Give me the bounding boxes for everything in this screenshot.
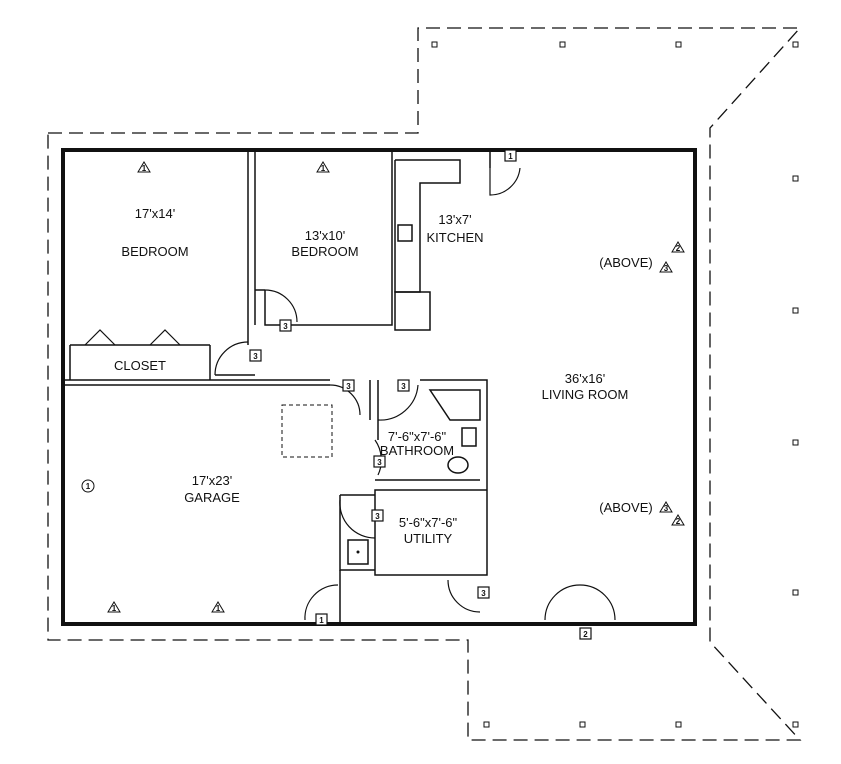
door-tags <box>249 149 592 640</box>
window-tags <box>107 161 685 613</box>
door-tag-3: 3 <box>377 458 382 467</box>
garage-door-tag <box>81 479 95 493</box>
bedroom2-size: 13'x10' <box>305 228 345 243</box>
living-size: 36'x16' <box>565 371 605 386</box>
window-tag-1: 1 <box>321 164 326 173</box>
kitchen-name: KITCHEN <box>426 230 483 245</box>
window-tag-3: 3 <box>664 264 669 273</box>
garage-name: GARAGE <box>184 490 240 505</box>
lavatory-icon <box>461 427 477 447</box>
water-heater-icon <box>347 539 369 565</box>
garage-door-tag-label: 1 <box>86 482 91 491</box>
door-tag-3: 3 <box>346 382 351 391</box>
door-tag-3: 3 <box>401 382 406 391</box>
toilet-icon <box>447 456 469 474</box>
window-tag-1: 1 <box>216 604 221 613</box>
bathroom-size: 7'-6"x7'-6" <box>388 429 447 444</box>
bedroom2-name: BEDROOM <box>291 244 358 259</box>
sink-icon <box>397 224 413 242</box>
door-tag-3: 3 <box>253 352 258 361</box>
attic-hatch <box>281 404 333 458</box>
roof-posts <box>431 41 799 728</box>
window-tag-2: 2 <box>676 244 681 253</box>
door-tag-1: 1 <box>319 616 324 625</box>
interior-walls <box>63 150 491 624</box>
utility-size: 5'-6"x7'-6" <box>399 515 458 530</box>
window-tag-1: 1 <box>142 164 147 173</box>
garage-size: 17'x23' <box>192 473 232 488</box>
bedroom1-name: BEDROOM <box>121 244 188 259</box>
kitchen-size: 13'x7' <box>438 212 471 227</box>
door-tag-1: 1 <box>508 152 513 161</box>
door-tag-2: 2 <box>583 630 588 639</box>
bathroom-name: BATHROOM <box>380 443 454 458</box>
utility-name: UTILITY <box>404 531 453 546</box>
exterior-walls <box>61 148 697 626</box>
roof-outline <box>47 27 802 741</box>
above-note-1: (ABOVE) <box>599 255 652 270</box>
window-tag-1: 1 <box>112 604 117 613</box>
window-tag-3: 3 <box>664 504 669 513</box>
door-tag-3: 3 <box>283 322 288 331</box>
living-name: LIVING ROOM <box>542 387 629 402</box>
closet-name: CLOSET <box>114 358 166 373</box>
bedroom1-size: 17'x14' <box>135 206 175 221</box>
door-tag-3: 3 <box>375 512 380 521</box>
window-tag-2: 2 <box>676 517 681 526</box>
above-note-2: (ABOVE) <box>599 500 652 515</box>
door-tag-3: 3 <box>481 589 486 598</box>
door-swings <box>84 167 616 621</box>
